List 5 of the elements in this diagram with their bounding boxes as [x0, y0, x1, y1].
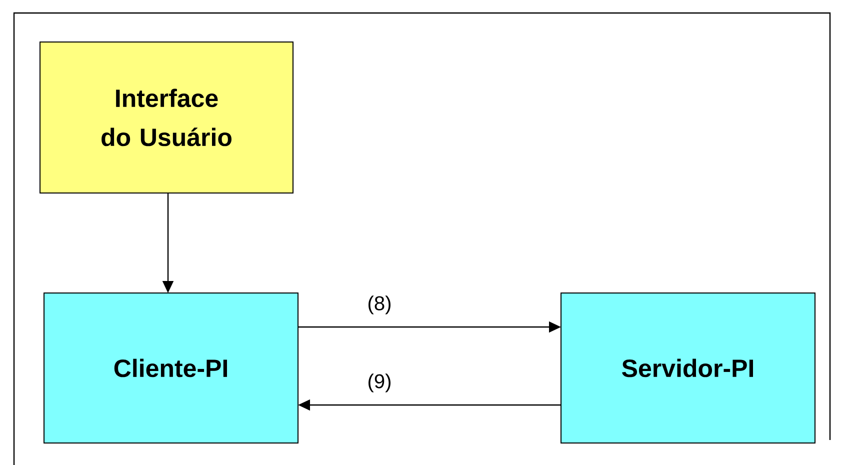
edge-label: (8) [366, 294, 393, 316]
process-box: Interface do Usuário [40, 42, 294, 194]
edge-label: (9) [366, 372, 393, 394]
process-box: Cliente-PI [44, 292, 298, 444]
process-box: Servidor-PI [560, 292, 816, 444]
